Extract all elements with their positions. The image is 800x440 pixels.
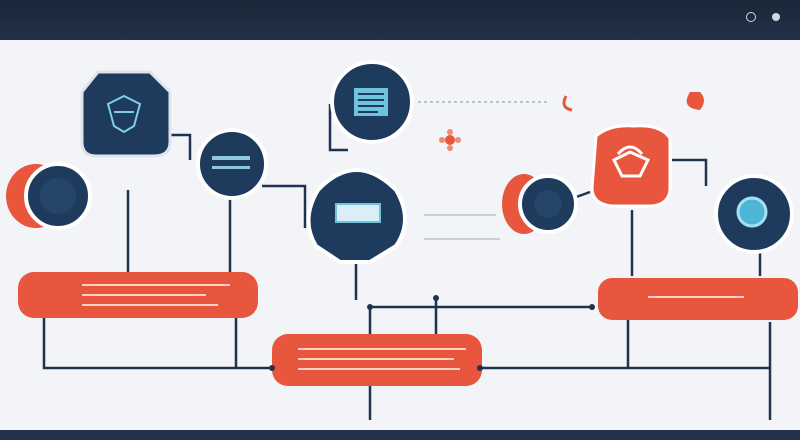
right-bar-text-lines (648, 296, 744, 298)
status-marks (562, 92, 704, 112)
junction (269, 365, 275, 371)
text-line (298, 348, 466, 350)
text-line (648, 296, 744, 298)
text-line (298, 358, 454, 360)
bar-center-group (272, 334, 482, 386)
text-line (82, 284, 230, 286)
lock-node[interactable] (590, 124, 672, 208)
text-line (82, 294, 206, 296)
ghost-line (424, 214, 496, 216)
lock-icon (611, 145, 651, 178)
bar-left-group (18, 272, 258, 318)
server-icon (212, 156, 250, 169)
junction (589, 304, 595, 310)
right-bar[interactable] (598, 278, 798, 320)
document-node[interactable] (330, 60, 414, 144)
junctions (269, 295, 595, 371)
settings-icon[interactable] (746, 12, 756, 22)
left-bar-text-lines (82, 284, 230, 306)
connector (168, 133, 192, 160)
globe-icon (736, 196, 768, 228)
topbar-controls (746, 12, 788, 22)
status-mark (686, 92, 704, 110)
monitor-icon (335, 203, 381, 223)
monitor-node[interactable] (306, 168, 407, 264)
network-icon (439, 129, 461, 151)
junction (367, 304, 373, 310)
junction (433, 295, 439, 301)
connectors (42, 104, 772, 420)
junction (477, 365, 483, 371)
shield-node[interactable] (80, 70, 172, 158)
connector (328, 104, 348, 152)
database-icon (534, 190, 562, 218)
connector (262, 184, 307, 228)
mid-circle-node[interactable] (196, 128, 268, 200)
left-circle-node[interactable] (6, 162, 92, 230)
connector (672, 158, 708, 186)
document-icon (354, 88, 388, 116)
bottom-bar (0, 430, 800, 440)
status-mark (562, 95, 573, 112)
connector (42, 318, 272, 370)
database-icon (40, 178, 76, 214)
text-line (82, 304, 218, 306)
bar-right-group (598, 278, 798, 320)
text-line (298, 368, 460, 370)
shield-icon (106, 94, 142, 134)
ghost-lines (424, 214, 500, 240)
right-small-node[interactable] (502, 174, 578, 234)
center-bar-text-lines (298, 348, 466, 370)
right-circle-node[interactable] (714, 174, 794, 254)
ghost-line (424, 238, 500, 240)
user-icon[interactable] (772, 13, 780, 21)
